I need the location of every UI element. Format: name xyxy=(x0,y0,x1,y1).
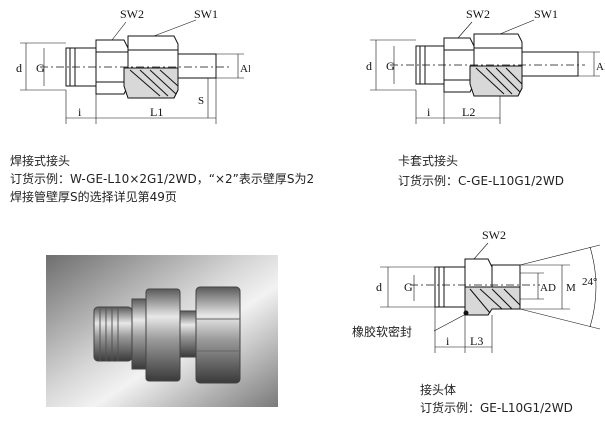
drawing-welded-fitting: SW2 SW1 d G AD S i L1 xyxy=(16,7,250,124)
label-g: G xyxy=(386,59,395,73)
label-i: i xyxy=(446,334,450,348)
label-g: G xyxy=(404,280,413,294)
label-i: i xyxy=(78,105,82,119)
caption-compression-order: 订货示例：C-GE-L10G1/2WD xyxy=(398,174,565,188)
caption-body-title: 接头体 xyxy=(420,383,457,397)
label-sw2: SW2 xyxy=(120,7,144,21)
label-d: d xyxy=(366,59,372,73)
label-l1: L1 xyxy=(150,105,163,119)
label-sw1: SW1 xyxy=(194,7,218,21)
label-sw2: SW2 xyxy=(482,228,506,242)
caption-welded-note: 焊接管壁厚S的选择详见第49页 xyxy=(10,190,177,204)
label-sw1: SW1 xyxy=(534,7,558,21)
drawing-fitting-body: SW2 d G AD M 24° i L3 xyxy=(376,228,601,353)
label-m: M xyxy=(566,282,576,294)
label-d: d xyxy=(16,61,22,75)
label-s: S xyxy=(198,95,204,107)
caption-welded-order: 订货示例：W-GE-L10×2G1/2WD，“×2”表示壁厚S为2 xyxy=(10,172,315,186)
fitting-photo xyxy=(46,255,278,407)
label-d: d xyxy=(376,280,382,294)
label-l3: L3 xyxy=(470,334,483,348)
label-angle: 24° xyxy=(582,276,597,288)
label-ad: AD xyxy=(240,63,250,75)
label-i: i xyxy=(427,105,431,119)
caption-welded-title: 焊接式接头 xyxy=(10,154,71,168)
drawing-compression-fitting: SW2 SW1 d G AD i L2 xyxy=(366,7,605,124)
label-g: G xyxy=(36,61,45,75)
seal-label: 橡胶软密封 xyxy=(352,325,413,339)
label-ad: AD xyxy=(596,61,605,73)
label-l2: L2 xyxy=(462,105,475,119)
caption-body-order: 订货示例：GE-L10G1/2WD xyxy=(420,401,573,415)
caption-compression-title: 卡套式接头 xyxy=(398,154,459,168)
label-ad: AD xyxy=(540,282,556,294)
label-sw2: SW2 xyxy=(466,7,490,21)
